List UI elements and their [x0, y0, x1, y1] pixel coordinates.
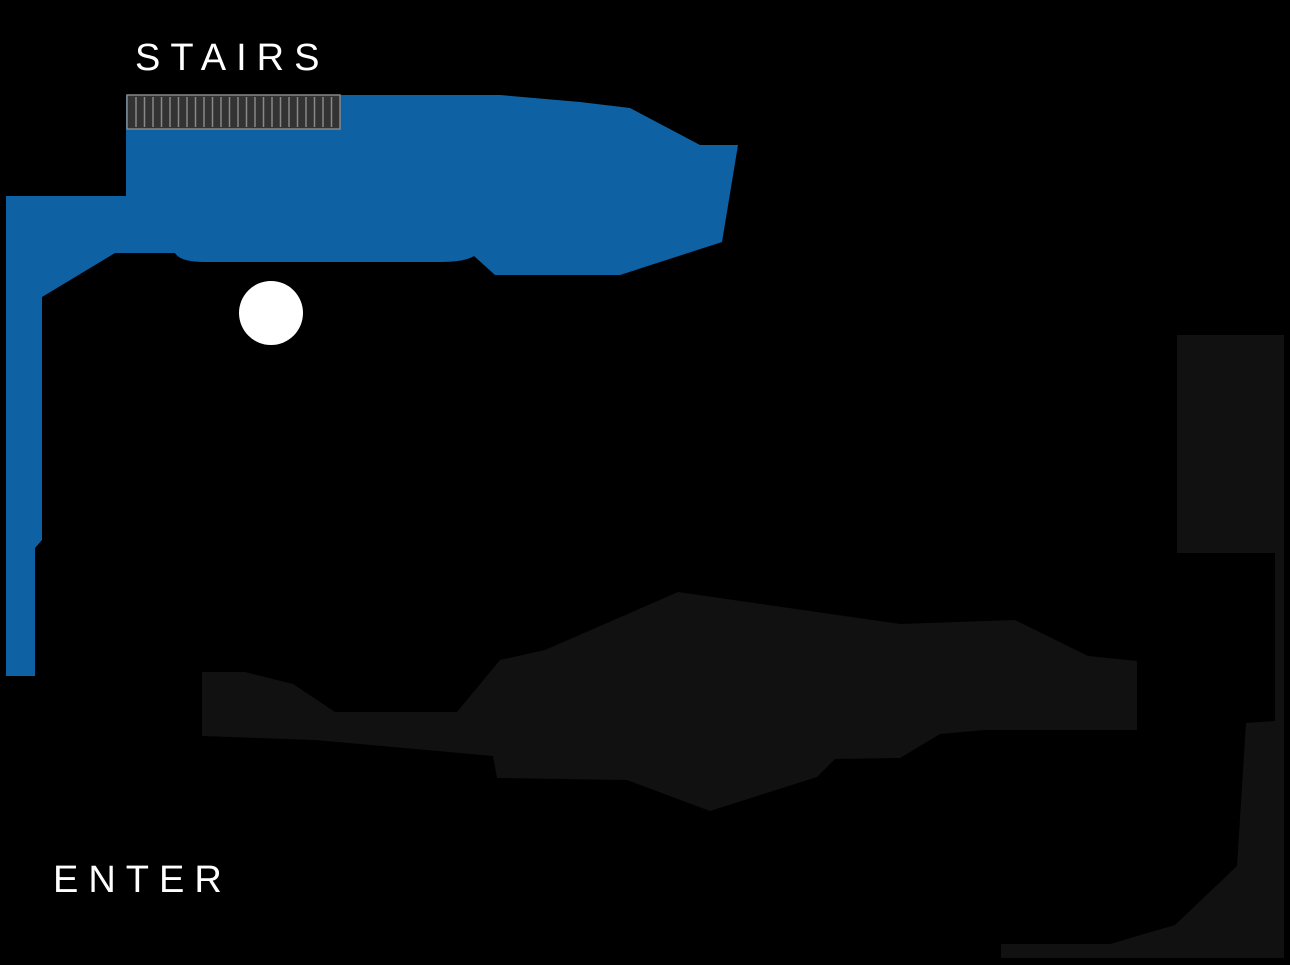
unexplored-region-east: [1001, 335, 1284, 958]
stairs-rungs: [135, 97, 333, 127]
enter-label[interactable]: ENTER: [53, 859, 232, 901]
explored-region: [6, 95, 738, 676]
stairs-frame: [126, 94, 341, 130]
stairs-icon[interactable]: [126, 94, 341, 130]
player-marker-icon: [239, 281, 303, 345]
stairs-label: STAIRS: [135, 37, 330, 79]
unexplored-region-central: [202, 592, 1137, 811]
